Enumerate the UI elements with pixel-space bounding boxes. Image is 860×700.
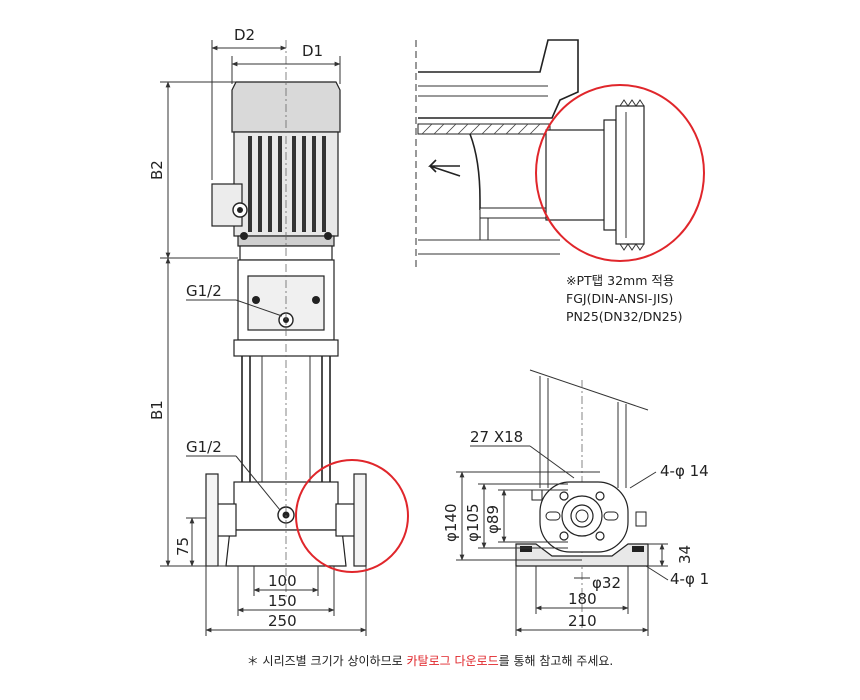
note-line-2: FGJ(DIN-ANSI-JIS) [566,291,673,306]
footer-prefix: ＊ 시리즈별 크기가 상이하므로 [246,654,407,668]
dim-34: 34 [676,545,694,564]
footer-suffix: 를 통해 참고해 주세요. [498,654,614,668]
thread-teeth [619,99,645,251]
dim-phi89: φ89 [484,505,502,534]
dim-phi32: φ32 [592,574,621,592]
dim-b1: B1 [148,400,166,420]
dim-180: 180 [568,590,597,608]
highlight-circle-detail [535,84,705,262]
label-g12-bottom: G1/2 [186,438,222,456]
dim-150: 150 [268,592,297,610]
dim-210: 210 [568,612,597,630]
footer-note: ＊ 시리즈별 크기가 상이하므로 카탈로그 다운로드를 통해 참고해 주세요. [0,652,860,669]
note-line-1: ※PT탭 32mm 적용 [566,273,674,288]
motor-fins [248,136,326,232]
label-27x18: 27 X18 [470,428,523,446]
dim-250: 250 [268,612,297,630]
highlight-circle-outlet [295,459,409,573]
dim-100: 100 [268,572,297,590]
label-g12-top: G1/2 [186,282,222,300]
dim-d2: D2 [234,26,255,44]
dim-d1: D1 [302,42,323,60]
dim-b2: B2 [148,160,166,180]
side-view: φ140 φ105 φ89 27 X18 4-φ 14 34 φ32 4-φ 1… [442,369,709,636]
hatch-upper [421,123,541,135]
dim-75: 75 [174,537,192,556]
label-hole1: 4-φ 1 [670,570,709,588]
note-line-3: PN25(DN32/DN25) [566,309,683,324]
section-detail: ※PT탭 32mm 적용 FGJ(DIN-ANSI-JIS) PN25(DN32… [415,39,705,324]
front-view: D2 D1 B2 B1 75 G1/2 G1/2 100 150 [148,26,409,636]
catalog-download-link[interactable]: 카탈로그 다운로드 [406,654,499,668]
dim-phi105: φ105 [464,503,482,542]
label-hole14: 4-φ 14 [660,462,709,480]
dim-phi140: φ140 [442,503,460,542]
